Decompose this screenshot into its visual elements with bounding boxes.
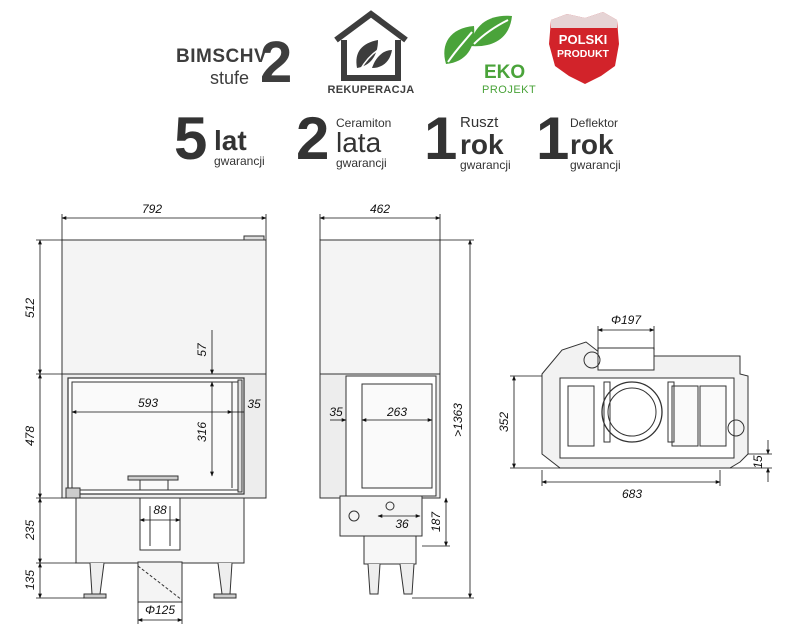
guarantee-number: 5 [174,105,208,172]
guarantee-5-lat: 5 lat gwarancji [174,106,284,172]
poland-map-icon [549,12,619,84]
bimschv-stufe-label: stufe [210,68,250,88]
rekuperacja-logo: REKUPERACJA [326,10,416,96]
dim-side-inlet: 36 [395,517,409,531]
projekt-label: PROJEKT [482,84,537,96]
guarantee-deflektor: 1 Deflektor rok gwarancji [536,106,636,173]
front-dimension-lines [36,214,267,624]
guarantee-number: 2 [296,105,330,172]
guarantee-number: 1 [536,105,570,172]
leaves-icon [444,15,512,64]
front-air-inlet [139,497,181,551]
dim-side-glass-width: 263 [386,405,407,419]
dim-top-offset: 15 [751,455,765,469]
guarantee-number: 1 [424,105,458,172]
dim-top-width: 683 [622,487,642,501]
dim-top-flue: Φ197 [611,313,642,327]
front-upper-casing [61,239,267,376]
polski-produkt-logo: POLSKI PRODUKT [545,10,625,88]
dim-front-glass-inner-height: 316 [195,422,209,442]
eko-projekt-logo: EKO PROJEKT [440,10,536,100]
guarantee-title: Deflektor [570,116,619,130]
house-leaf-icon [334,10,408,81]
eko-label: EKO [484,62,526,83]
dim-front-flue: Φ125 [145,603,175,617]
guarantee-title: Ceramiton [336,116,392,130]
guarantee-word: rok [570,129,614,160]
dim-side-frame: 35 [329,405,343,419]
bimschv-number: 2 [260,30,293,95]
guarantee-word: lata [336,127,382,158]
polski-label: POLSKI [558,32,608,47]
dim-side-total-height: >1363 [451,403,465,437]
front-view [61,235,267,603]
dim-front-glass-width: 593 [138,396,158,410]
top-dimension-lines [510,326,772,486]
bimschv-label: BIMSCHV [176,46,268,67]
dim-front-top-gap: 57 [195,342,209,357]
produkt-label: PRODUKT [557,48,609,60]
guarantee-caption: gwarancji [214,154,265,168]
dim-front-air-inlet: 88 [153,503,167,517]
dim-front-glass-side: 35 [247,397,261,411]
dim-side-depth: 462 [370,202,390,216]
guarantee-caption: gwarancji [460,158,511,172]
top-view [541,341,749,469]
bimschv-logo: BIMSCHV stufe 2 [176,34,306,92]
dim-front-width: 792 [142,202,162,216]
side-dimension-lines [319,214,474,599]
guarantee-ceramiton: 2 Ceramiton lata gwarancji [296,106,406,172]
dim-side-inlet-height: 187 [429,511,443,532]
dim-front-upper-height: 512 [23,298,37,318]
top-flue-circle [601,381,663,443]
guarantee-caption: gwarancji [336,156,387,170]
dim-top-depth: 352 [497,412,511,432]
side-view [319,239,441,595]
dim-front-base-height: 235 [23,520,37,541]
guarantee-title: Ruszt [460,114,499,131]
dim-front-glass-height: 478 [23,426,37,446]
guarantee-word: rok [460,129,504,160]
guarantee-ruszt: 1 Ruszt rok gwarancji [424,106,524,173]
dim-front-leg-height: 135 [23,570,37,590]
guarantee-caption: gwarancji [570,158,621,172]
guarantee-word: lat [214,125,247,156]
side-upper-casing [319,239,441,376]
rekuperacja-caption: REKUPERACJA [327,84,415,96]
